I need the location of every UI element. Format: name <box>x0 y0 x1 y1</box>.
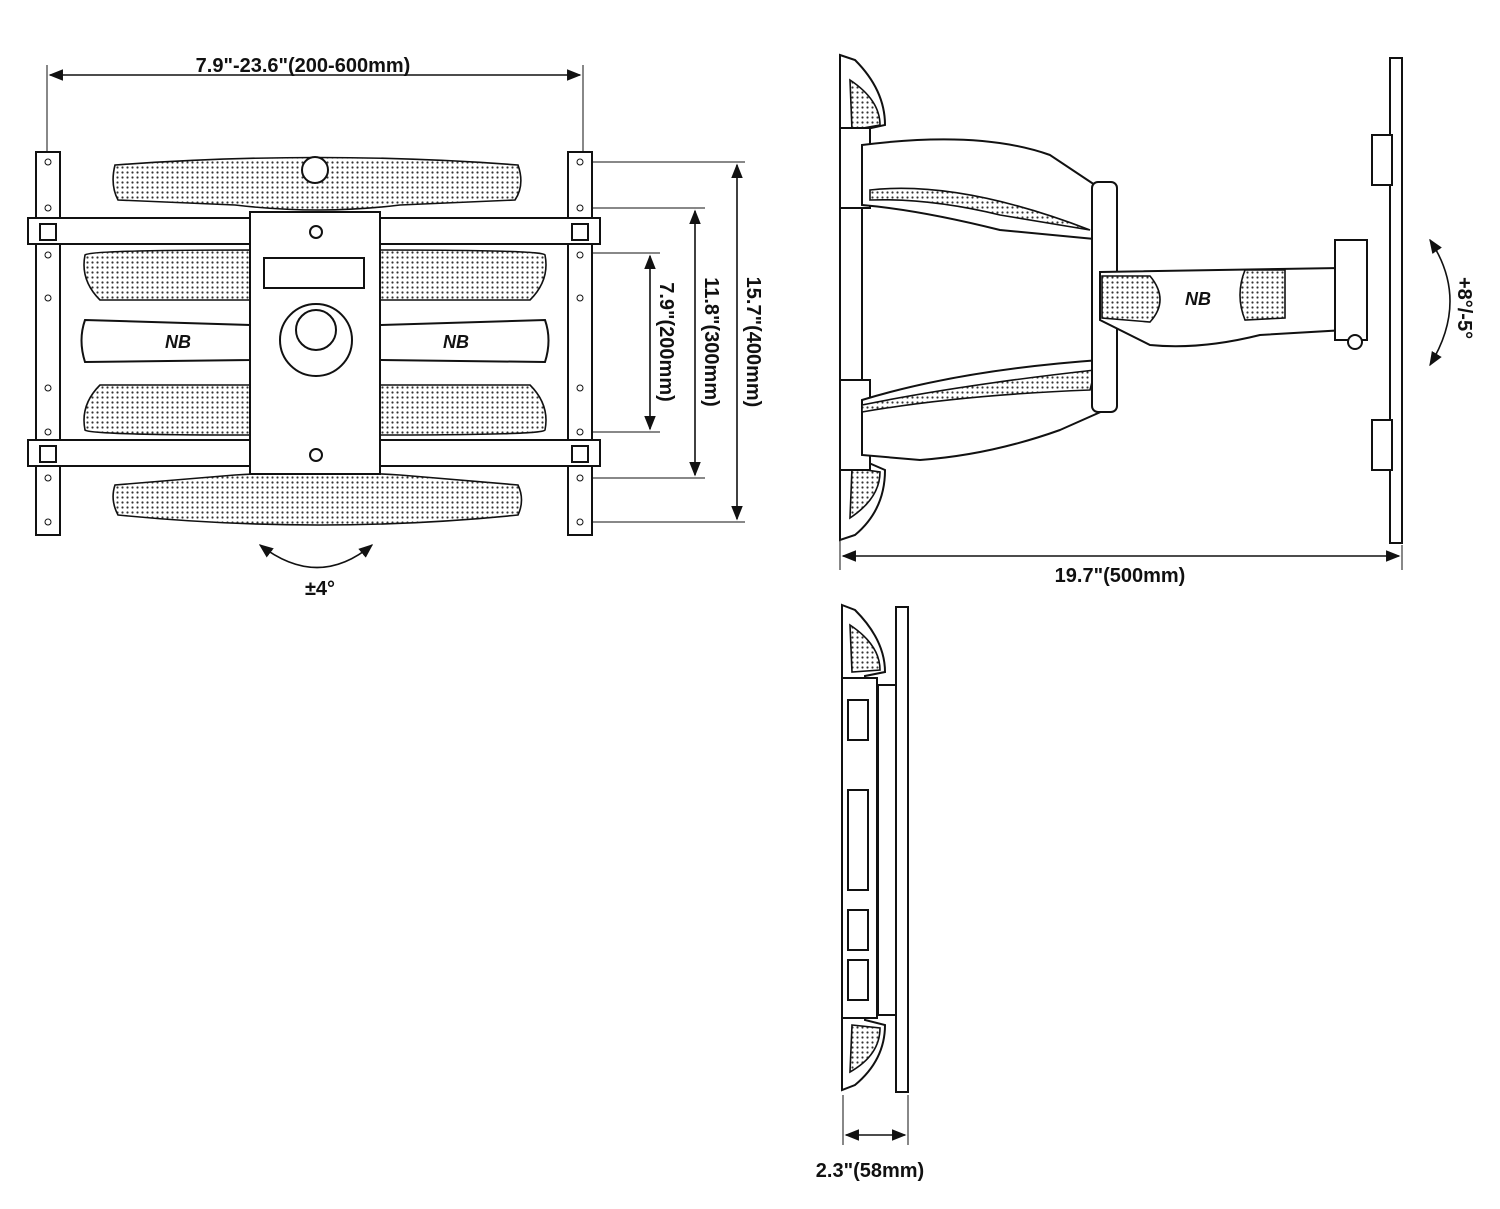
front-logo-left: NB <box>165 332 191 352</box>
lower-right-arm <box>379 384 547 436</box>
plate-slot <box>263 257 365 289</box>
left-middle-arm <box>80 318 251 364</box>
v400-dimension-label: 15.7"(400mm) <box>742 277 764 408</box>
side-wall-pad-top <box>849 78 881 131</box>
right-middle-arm <box>379 318 550 364</box>
depth-dimension-label: 2.3"(58mm) <box>816 1160 924 1182</box>
bottom-screw <box>309 448 323 462</box>
lower-left-arm <box>83 384 251 436</box>
bracket-holes <box>39 158 589 526</box>
front-arm-mesh-right <box>1239 269 1286 321</box>
pivot-hub <box>295 309 337 351</box>
folded-block-1 <box>847 699 869 741</box>
folded-view: 2.3"(58mm) <box>816 603 924 1182</box>
swivel-arc <box>258 544 374 569</box>
bottom-pad <box>112 471 523 526</box>
folded-pad-top <box>849 623 881 673</box>
folded-block-2 <box>847 789 869 891</box>
lower-arm-mesh <box>861 369 1097 413</box>
folded-pad-bottom <box>849 1024 881 1074</box>
tilt-knob <box>1347 334 1363 350</box>
folded-block-3 <box>847 909 869 951</box>
swivel-label: ±4° <box>305 578 335 600</box>
front-logo-right: NB <box>443 332 469 352</box>
lower-hook <box>1371 419 1393 471</box>
folded-vesa-frame <box>877 684 897 1016</box>
v200-dimension-label: 7.9"(200mm) <box>655 282 677 402</box>
side-logo: NB <box>1185 289 1211 309</box>
tilt-head <box>1334 239 1368 341</box>
front-arm-mesh-left <box>1101 275 1161 323</box>
v300-dimension-label: 11.8"(300mm) <box>700 277 722 407</box>
tilt-arc <box>1429 238 1451 367</box>
extension-dimension-label: 19.7"(500mm) <box>1055 565 1186 587</box>
folded-vesa-plate <box>895 606 909 1093</box>
top-screw <box>309 225 323 239</box>
width-dimension-label: 7.9"-23.6"(200-600mm) <box>196 55 411 77</box>
tilt-label: +8°/-5° <box>1453 277 1475 339</box>
folded-block-4 <box>847 959 869 1001</box>
right-vesa-bracket <box>567 151 593 536</box>
upper-arm-mesh <box>869 187 1091 231</box>
front-view: 7.9"-23.6"(200-600mm) NB NB <box>27 55 764 600</box>
side-view: NB 19.7"(500mm) +8°/-5° <box>839 53 1475 587</box>
side-wall-pad-bottom <box>849 467 881 520</box>
upper-right-arm <box>379 249 547 301</box>
upper-left-arm <box>83 249 251 301</box>
top-pad-knob <box>301 156 329 184</box>
upper-hook <box>1371 134 1393 186</box>
left-vesa-bracket <box>35 151 61 536</box>
